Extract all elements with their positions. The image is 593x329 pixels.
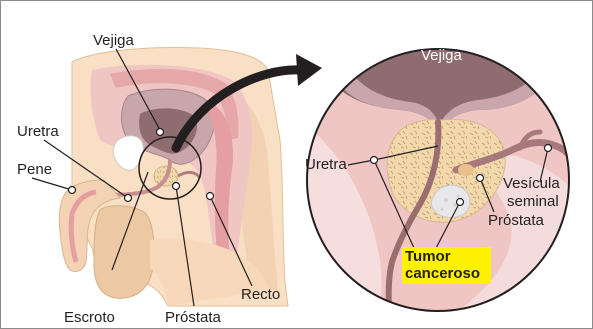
- label-vesicula-line1: Vesícula: [503, 176, 560, 191]
- label-recto: Recto: [241, 287, 280, 302]
- label-vesicula-line2: seminal: [507, 194, 559, 209]
- label-tumor-line1: Tumor: [405, 248, 488, 265]
- label-prostata-zoom: Próstata: [488, 213, 544, 228]
- label-vejiga-zoom: Vejiga: [421, 48, 462, 63]
- label-pene: Pene: [17, 162, 52, 177]
- pelvis-body: [59, 48, 288, 306]
- zoom-arrowhead: [296, 54, 322, 86]
- tumor-highlight-box: Tumor canceroso: [402, 247, 491, 284]
- label-escroto: Escroto: [64, 310, 115, 325]
- label-uretra-zoom: Uretra: [305, 157, 347, 172]
- label-uretra-left: Uretra: [17, 124, 59, 139]
- label-tumor-line2: canceroso: [405, 265, 488, 282]
- label-prostata-left: Próstata: [165, 310, 221, 325]
- label-vejiga-left: Vejiga: [93, 33, 134, 48]
